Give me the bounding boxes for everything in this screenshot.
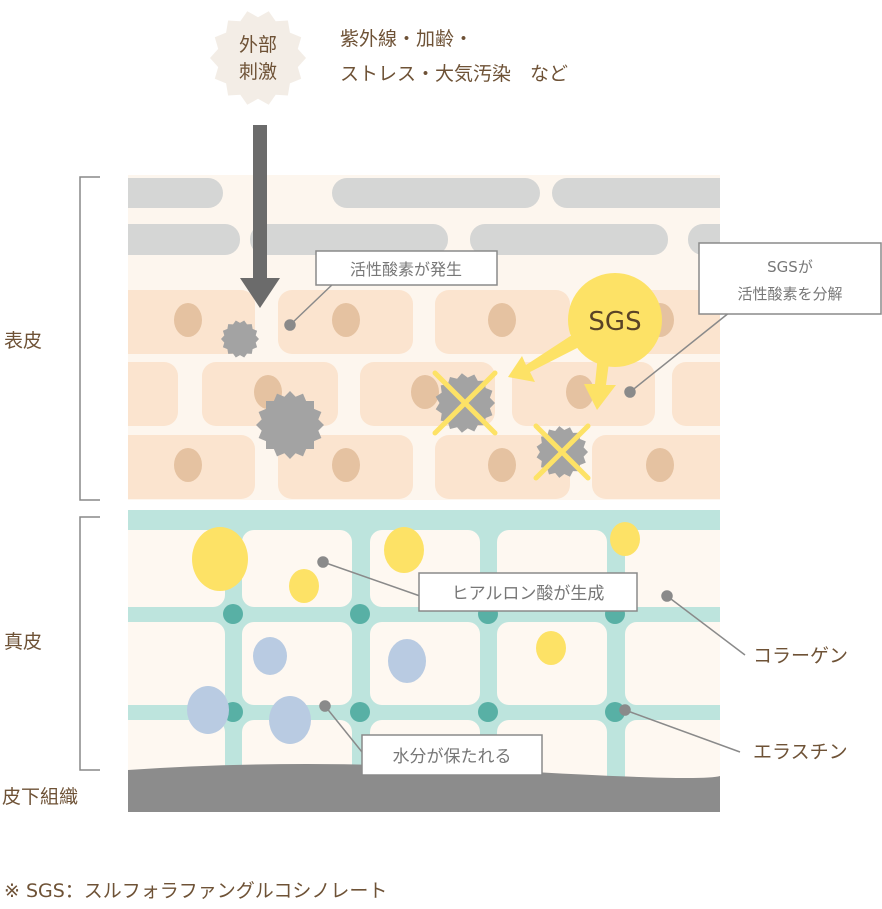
horny-cell [250,224,448,255]
sgs-circle [568,273,662,367]
cell-nucleus [566,375,594,409]
horny-cell [128,178,223,208]
elastin-dot [223,604,243,624]
badge-line2: 刺激 [239,61,277,83]
cross-line [533,423,591,481]
horny-cell [332,178,540,208]
epidermal-cell [128,362,178,426]
leader-lines [284,281,746,753]
label-subcutis: 皮下組織 [2,786,78,808]
callout-sgs-box [698,242,882,315]
elastin-dot [350,604,370,624]
ros-icon [256,391,324,459]
footnote: ※ SGS：スルフォラファングルコシノレート [4,880,387,902]
callout-moisture: 水分が保たれる [393,747,512,767]
cell-nucleus [488,303,516,337]
label-collagen: コラーゲン [753,645,848,667]
external-stimulus-badge [210,11,306,105]
cell-nucleus [411,375,439,409]
cell-nucleus [646,448,674,482]
cell-nucleus [174,303,202,337]
ros-icon [221,320,259,358]
hyaluronic-acid [192,527,248,591]
horny-cell [128,224,240,255]
horny-cell [552,178,720,208]
hyaluronic-acid [289,569,319,603]
water-molecule [388,639,426,683]
dermal-cell [242,530,352,607]
callout-hyaluronic: ヒアルロン酸が生成 [452,584,605,604]
water-molecule [187,686,229,734]
dermis-bracket [79,516,100,771]
epidermis-bracket [79,176,100,501]
dermal-cell [625,530,720,607]
label-elastin: エラスチン [753,741,848,763]
water-molecule [269,696,311,744]
cell-nucleus [332,303,360,337]
horny-cell [470,224,668,255]
cross-icon [533,423,591,481]
causes-line1: 紫外線・加齢・ [340,28,473,50]
sgs-circle-label: SGS [588,307,641,337]
effects [221,320,591,481]
sgs-arrows-icon [508,333,616,410]
callout-ros-box [315,250,498,286]
callout-moisture-box [361,734,543,776]
hyaluronic-acid [536,631,566,665]
epidermis-layer [128,175,720,500]
cell-nucleus [332,448,360,482]
cross-line [432,370,498,436]
dermal-cell [625,622,720,705]
label-epidermis: 表皮 [4,330,42,352]
hyaluronic-acid [610,522,640,556]
cell-nucleus [174,448,202,482]
subcutis-layer [128,764,720,812]
elastin-dot [478,702,498,722]
water-molecule [253,637,287,675]
callout-hyaluronic-box [418,572,638,612]
stimulus-arrow-icon [240,125,280,308]
callout-ros: 活性酸素が発生 [350,260,462,279]
elastin-dot [350,702,370,722]
cell-nucleus [488,448,516,482]
callout-sgs-line1: SGSが [767,258,813,276]
label-dermis: 真皮 [4,631,42,653]
cross-icon [432,370,498,436]
callout-sgs-line2: 活性酸素を分解 [737,285,842,303]
elastin-dot [605,702,625,722]
causes-line2: ストレス・大気汚染 など [340,63,568,85]
hyaluronic-acid [384,527,424,573]
epidermal-cell [672,362,720,426]
dermal-cell [128,622,225,705]
badge-line1: 外部 [239,34,277,56]
